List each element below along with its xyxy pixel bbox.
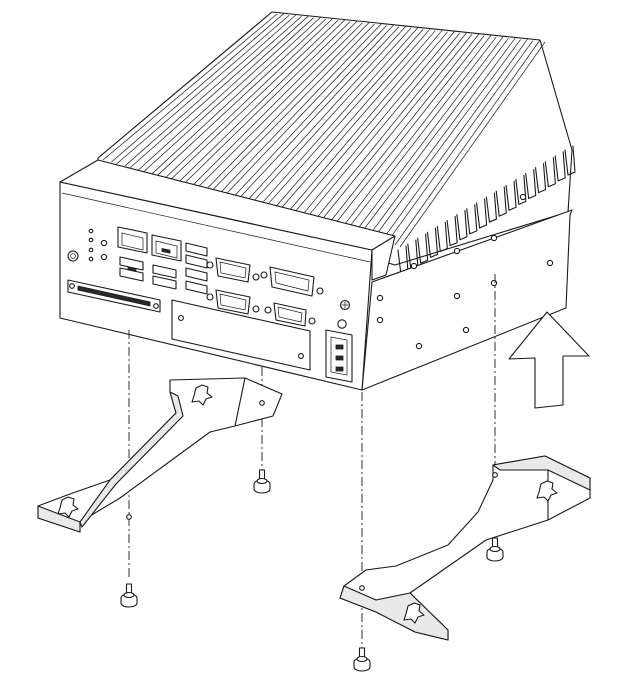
heatsink-fin-edge	[305, 32, 460, 220]
heatsink-fin-edge	[170, 20, 339, 181]
side-fin-tooth	[466, 204, 478, 235]
front-corner-cap	[371, 235, 396, 281]
keyhole-slot	[57, 496, 79, 518]
side-fin-tooth	[534, 163, 547, 194]
heatsink-fin-edge	[359, 37, 509, 236]
heatsink-fin	[367, 37, 516, 238]
embedded-pc-chassis	[59, 11, 576, 391]
mounting-screw	[253, 469, 271, 494]
led-indicators	[88, 228, 108, 262]
heatsink-fin-edge	[197, 22, 363, 188]
heatsink-side-fins	[397, 145, 576, 276]
wall-mount-bracket-right	[339, 455, 591, 641]
heatsink-fin	[178, 19, 346, 182]
side-fin-tooth	[446, 216, 458, 247]
heatsink-fin-edge	[102, 13, 278, 161]
dc-power-terminal	[325, 319, 353, 383]
com-port-1	[206, 257, 260, 283]
side-fin-tooth	[564, 145, 576, 176]
heatsink-fin-edge	[224, 25, 387, 196]
mounting-screws	[120, 469, 504, 672]
heatsink-fin-edge	[332, 35, 485, 228]
heatsink-fin	[313, 32, 468, 222]
side-fin-tooth	[505, 180, 517, 211]
side-panel-holes	[376, 193, 554, 350]
dvi-port	[260, 266, 324, 297]
heatsink-fin	[151, 16, 321, 175]
heatsink-fin-edge	[129, 16, 302, 169]
heatsink-fin	[97, 11, 273, 159]
lift-direction-arrow	[508, 311, 590, 409]
heatsink-fin-edge	[264, 29, 424, 208]
heatsink-fin	[273, 28, 431, 210]
side-fin-tooth	[544, 157, 556, 188]
heatsink-fin	[246, 25, 407, 202]
heatsink-fins	[97, 11, 546, 248]
lan-port-1	[117, 226, 148, 273]
antenna-connector	[67, 250, 79, 262]
heatsink-fin	[394, 39, 541, 246]
heatsink-fin-edge	[372, 39, 521, 240]
heatsink-fin-edge	[183, 21, 351, 184]
side-fin-tooth	[525, 168, 537, 200]
wall-mount-bracket-left	[37, 377, 283, 533]
side-fin-tooth	[485, 192, 497, 223]
vga-port	[264, 302, 316, 327]
heatsink-fin-edge	[318, 34, 473, 224]
front-bevel-line	[61, 192, 371, 263]
heatsink-fin	[165, 18, 334, 179]
side-fin-tooth	[417, 233, 429, 264]
keyhole-slot	[191, 384, 213, 406]
heatsink-fin-edge	[251, 27, 412, 204]
heatsink-fin-edge	[237, 26, 400, 200]
keyhole-slot	[536, 480, 558, 502]
heatsink-fin	[205, 21, 370, 190]
side-fin-tooth	[515, 174, 527, 205]
heatsink-fin	[124, 14, 297, 167]
heatsink-fin	[300, 30, 455, 218]
heatsink-fin-edge	[386, 40, 534, 244]
heatsink-fin	[138, 15, 309, 171]
side-fin-tooth	[426, 227, 439, 258]
usb-ports	[119, 242, 208, 295]
heatsink-fin-edge	[278, 30, 436, 212]
heatsink-fin	[340, 34, 492, 230]
heatsink-fin-edge	[210, 23, 375, 192]
keyhole-slot	[403, 602, 425, 624]
heatsink-fin	[232, 24, 395, 198]
com-port-2	[206, 289, 260, 315]
lan-port-2	[151, 234, 182, 262]
heatsink-fin-edge	[116, 15, 290, 165]
heatsink-fin	[111, 13, 285, 163]
heatsink-fin-edge	[156, 18, 326, 177]
front-io	[67, 226, 353, 383]
side-fin-tooth	[436, 221, 448, 253]
heatsink-fin-edge	[399, 41, 546, 248]
chassis-side-panel	[361, 209, 573, 391]
mounting-screw	[353, 647, 371, 672]
mounting-screw	[120, 583, 138, 608]
mounting-screw	[486, 537, 504, 562]
heatsink-fin-edge	[345, 36, 497, 232]
heatsink-fin	[192, 20, 358, 186]
side-fin-tooth	[554, 151, 566, 182]
side-fin-tooth	[456, 210, 468, 241]
heatsink-fin-edge	[143, 17, 314, 173]
heatsink-fin	[286, 29, 443, 214]
side-fin-tooth	[476, 198, 488, 229]
heatsink-fin	[354, 35, 504, 234]
expansion-slot-cover	[171, 299, 311, 371]
heatsink-fin	[327, 33, 480, 226]
heatsink-fin	[381, 38, 529, 242]
heatsink-fin	[219, 23, 382, 194]
side-fin-tooth	[495, 186, 507, 217]
heatsink-fin	[259, 27, 419, 206]
long-connector	[67, 279, 161, 313]
heatsink-fin-edge	[291, 31, 448, 216]
